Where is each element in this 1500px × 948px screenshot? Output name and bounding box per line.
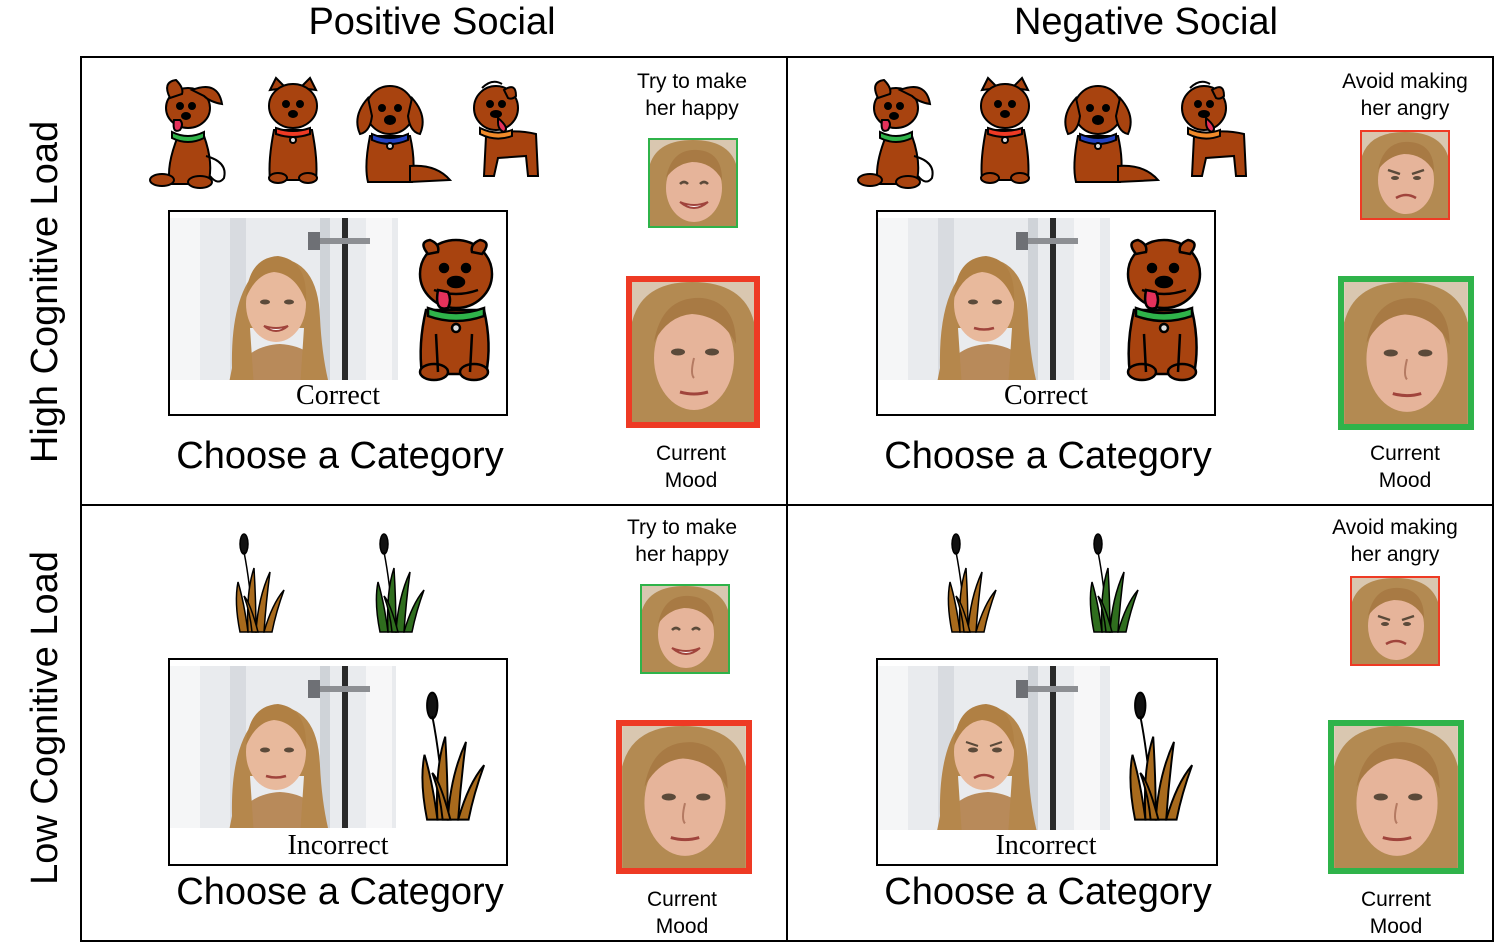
brown-reed-icon bbox=[235, 533, 285, 633]
goal-face-angry bbox=[1350, 576, 1440, 666]
panel-positive-high: Correct Choose a Category Try to make he… bbox=[80, 56, 786, 504]
dog-icon bbox=[857, 79, 934, 189]
bulldog-stimulus-icon bbox=[404, 234, 504, 384]
long-ear-dog-icon bbox=[356, 85, 451, 183]
goal-text: Try to make her happy bbox=[636, 70, 748, 120]
woman-photo-smiling bbox=[170, 218, 398, 380]
bulldog-stimulus-icon bbox=[1112, 234, 1212, 384]
feedback-label: Incorrect bbox=[287, 830, 389, 861]
bulldog-icon bbox=[473, 80, 539, 177]
brown-reed-icon bbox=[947, 533, 997, 633]
green-reed-icon bbox=[1089, 533, 1139, 633]
current-mood-label: Current Mood bbox=[1369, 442, 1441, 492]
trial-feedback-box: Correct bbox=[876, 210, 1216, 416]
row-header-low: Low Cognitive Load bbox=[24, 551, 66, 885]
trial-feedback-box: Incorrect bbox=[168, 658, 508, 866]
prompt-text: Choose a Category bbox=[884, 435, 1212, 477]
current-mood-label: Current Mood bbox=[1360, 888, 1432, 938]
goal-text: Try to make her happy bbox=[626, 516, 738, 566]
row-header-high: High Cognitive Load bbox=[24, 120, 66, 464]
goal-face-angry bbox=[1360, 130, 1450, 220]
woman-photo-frowning bbox=[878, 666, 1110, 830]
current-mood-label: Current Mood bbox=[655, 442, 727, 492]
goal-text: Avoid making her angry bbox=[1342, 70, 1468, 120]
long-ear-dog-icon bbox=[1064, 85, 1159, 183]
feedback-label: Correct bbox=[1004, 380, 1088, 411]
current-mood-face bbox=[616, 720, 752, 874]
dog-icons bbox=[848, 76, 1268, 196]
feedback-label: Correct bbox=[296, 380, 380, 411]
goal-face-happy bbox=[640, 584, 730, 674]
grid-divider-vertical bbox=[786, 56, 788, 942]
column-header-negative: Negative Social bbox=[1013, 1, 1279, 43]
goal-face-happy bbox=[648, 138, 738, 228]
trial-feedback-box: Correct bbox=[168, 210, 508, 416]
current-mood-face bbox=[626, 276, 760, 428]
cat-like-dog-icon bbox=[980, 77, 1030, 184]
panel-negative-high: Correct Choose a Category Avoid making h… bbox=[788, 56, 1494, 504]
current-mood-label: Current Mood bbox=[646, 888, 718, 938]
woman-photo-neutral bbox=[878, 218, 1110, 380]
prompt-text: Choose a Category bbox=[176, 871, 504, 913]
prompt-text: Choose a Category bbox=[884, 871, 1212, 913]
green-reed-icon bbox=[375, 533, 425, 633]
current-mood-face bbox=[1338, 276, 1474, 430]
reed-icons bbox=[140, 532, 560, 652]
brown-reed-stimulus-icon bbox=[1118, 690, 1218, 840]
cat-like-dog-icon bbox=[268, 77, 318, 184]
feedback-label: Incorrect bbox=[995, 830, 1097, 861]
dog-icon bbox=[149, 79, 226, 189]
current-mood-face bbox=[1328, 720, 1464, 874]
prompt-text: Choose a Category bbox=[176, 435, 504, 477]
bulldog-icon bbox=[1181, 80, 1247, 177]
woman-photo-neutral bbox=[170, 666, 396, 828]
column-header-positive: Positive Social bbox=[308, 1, 556, 43]
brown-reed-stimulus-icon bbox=[410, 690, 510, 840]
grid-divider-horizontal bbox=[80, 504, 1494, 506]
panel-positive-low: Incorrect Choose a Category Try to make … bbox=[80, 506, 786, 948]
trial-feedback-box: Incorrect bbox=[876, 658, 1218, 866]
dog-icons bbox=[140, 76, 560, 196]
panel-negative-low: Incorrect Choose a Category Avoid making… bbox=[788, 506, 1494, 948]
reed-icons bbox=[848, 532, 1268, 652]
goal-text: Avoid making her angry bbox=[1332, 516, 1458, 566]
